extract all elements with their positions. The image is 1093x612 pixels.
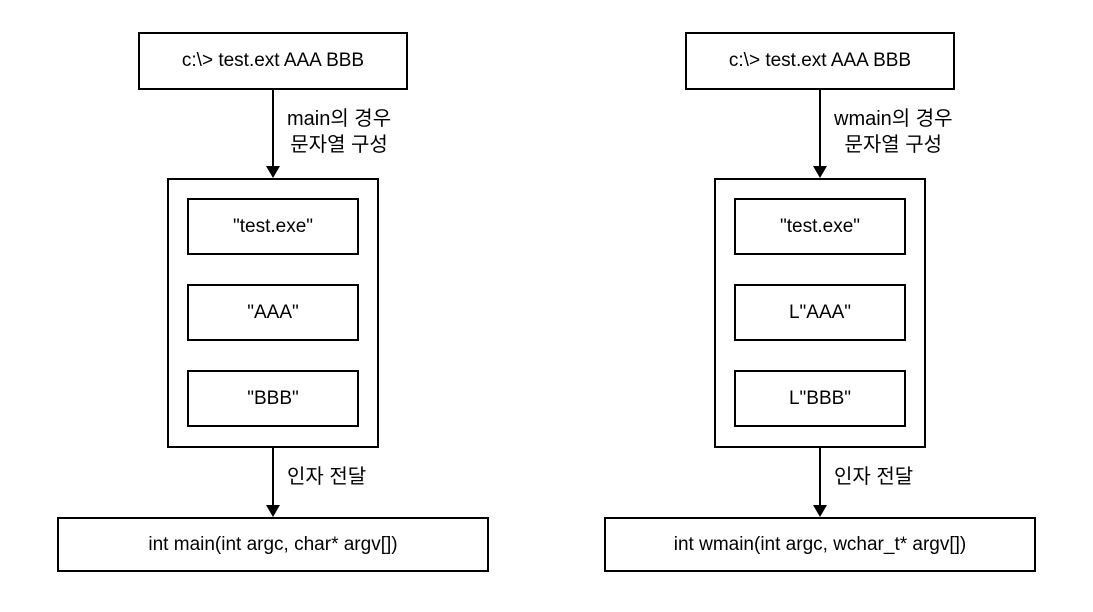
argument-passing-label: 인자 전달 (834, 466, 914, 488)
function-signature-text: int main(int argc, char* argv[]) (148, 533, 398, 555)
argument-passing-label: 인자 전달 (287, 466, 367, 488)
argv-string-text: L"BBB" (788, 387, 852, 409)
arrow-down-icon (266, 448, 280, 517)
arrow-label-line: wmain의 경우 (834, 108, 953, 130)
arrow-down-icon (813, 448, 827, 517)
argv-string-box: L"AAA" (734, 284, 906, 341)
argv-string-box: L"BBB" (734, 370, 906, 427)
argv-string-box: "test.exe" (187, 198, 359, 255)
argv-string-text: L"AAA" (788, 301, 852, 323)
function-signature-box: int main(int argc, char* argv[]) (57, 517, 489, 572)
arrow-down-icon (266, 90, 280, 178)
argv-string-box: "test.exe" (734, 198, 906, 255)
argv-string-text: "test.exe" (232, 215, 314, 237)
argv-strings-container: "test.exe" L"AAA" L"BBB" (714, 178, 926, 448)
arrow-label-line: main의 경우 (287, 108, 392, 130)
argv-string-text: "BBB" (247, 387, 299, 409)
arrow-label-line: 문자열 구성 (844, 134, 943, 156)
command-line-text: c:\> test.ext AAA BBB (181, 50, 365, 71)
argv-string-box: "BBB" (187, 370, 359, 427)
string-composition-label: main의 경우 문자열 구성 (287, 106, 391, 158)
command-line-box: c:\> test.ext AAA BBB (138, 32, 408, 90)
main-flow-diagram: c:\> test.ext AAA BBB main의 경우 문자열 구성 "t… (0, 0, 546, 612)
command-line-box: c:\> test.ext AAA BBB (685, 32, 955, 90)
command-line-text: c:\> test.ext AAA BBB (728, 50, 912, 71)
function-signature-text: int wmain(int argc, wchar_t* argv[]) (673, 533, 967, 555)
string-composition-label: wmain의 경우 문자열 구성 (834, 106, 953, 158)
wmain-flow-diagram: c:\> test.ext AAA BBB wmain의 경우 문자열 구성 "… (547, 0, 1093, 612)
argv-string-text: "AAA" (247, 301, 299, 323)
argv-string-box: "AAA" (187, 284, 359, 341)
arrow-down-icon (813, 90, 827, 178)
arrow-label-line: 문자열 구성 (290, 134, 388, 156)
argv-string-text: "test.exe" (779, 215, 861, 237)
argv-strings-container: "test.exe" "AAA" "BBB" (167, 178, 379, 448)
function-signature-box: int wmain(int argc, wchar_t* argv[]) (604, 517, 1036, 572)
